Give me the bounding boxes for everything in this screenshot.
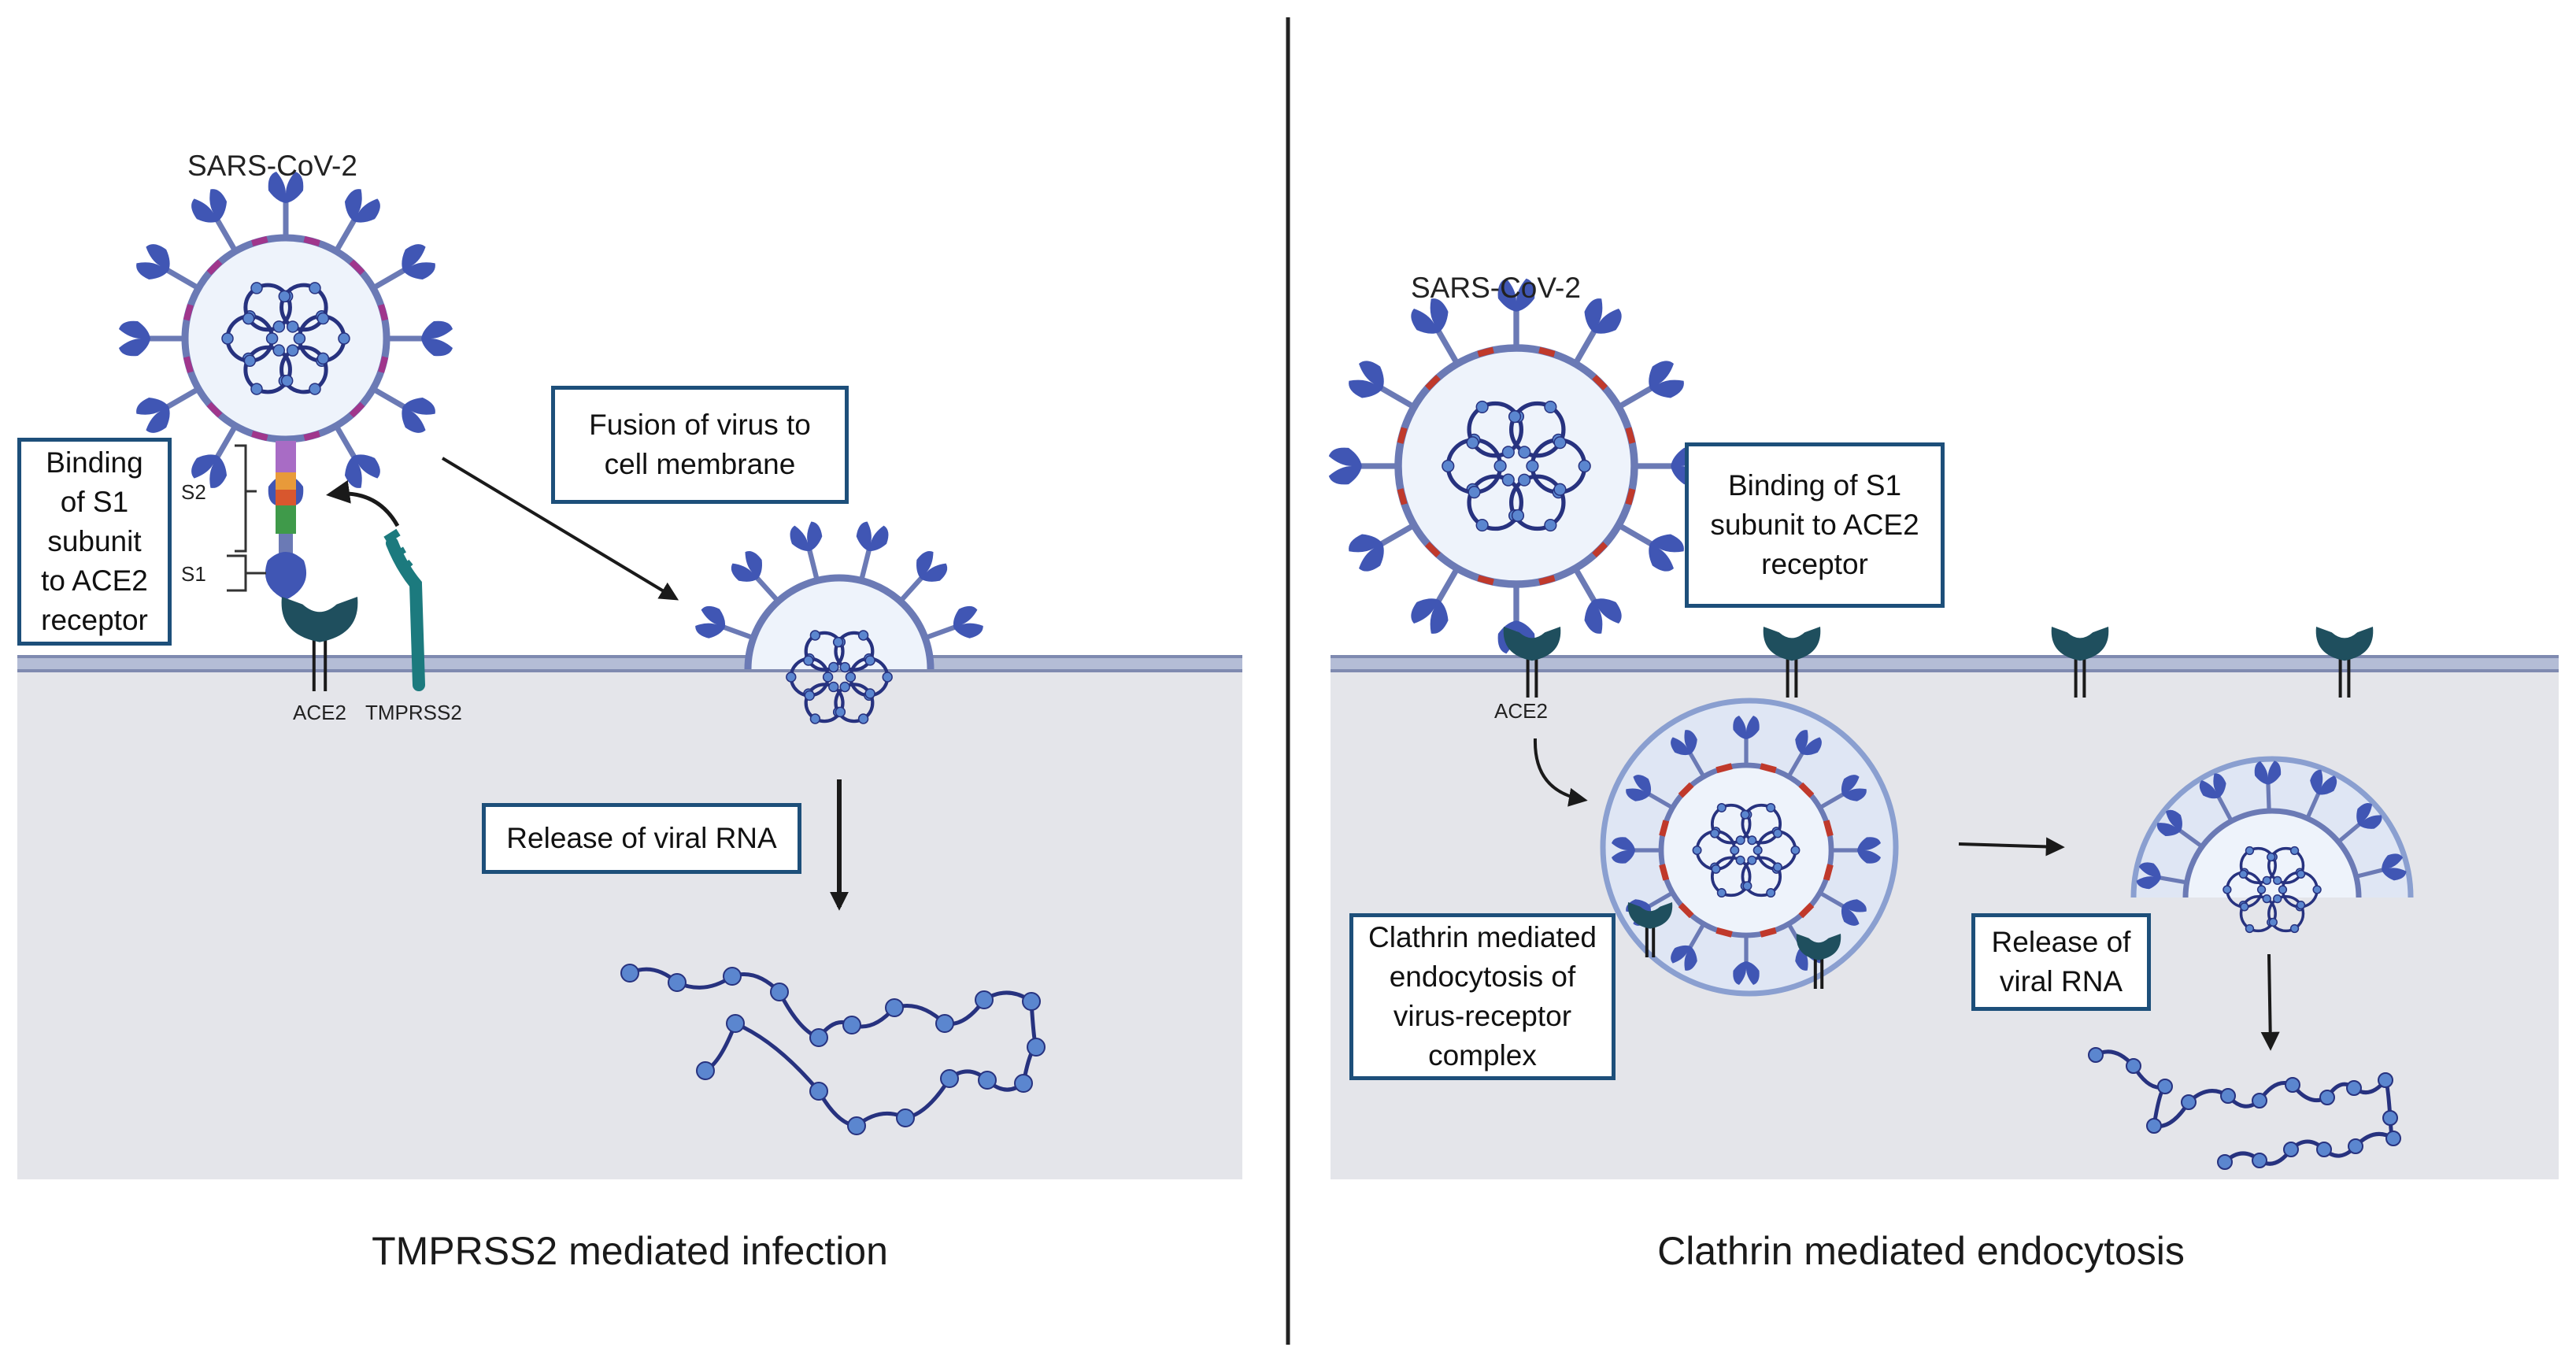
- s1-label: S1: [181, 562, 206, 586]
- ace2-receptor: [281, 597, 358, 691]
- spike-s1-s2-stalk: [265, 441, 307, 600]
- left-fusion-box: Fusion of virus to cell membrane: [551, 386, 849, 504]
- fusing-virion: [695, 521, 983, 724]
- tmprss2-protease: [383, 528, 425, 691]
- ace2-label-left: ACE2: [293, 701, 346, 724]
- right-caption: Clathrin mediated endocytosis: [1657, 1229, 2185, 1273]
- endosome-with-virion: [1600, 698, 1899, 997]
- released-viral-rna-right: [2088, 1047, 2401, 1170]
- right-virus-label: SARS-CoV-2: [1411, 272, 1581, 304]
- right-binding-box: Binding of S1 subunit to ACE2 receptor: [1685, 442, 1945, 608]
- left-cell-membrane: [17, 655, 1242, 672]
- s1-s2-brackets: [227, 444, 266, 592]
- left-cytoplasm: [17, 668, 1242, 1179]
- fusion-arrow: [441, 457, 679, 601]
- right-sars-cov-2-virion: [1328, 278, 1704, 654]
- endosome-to-release-arrow: [1958, 837, 2065, 857]
- left-release-box: Release of viral RNA: [482, 803, 801, 874]
- ace2-label-right: ACE2: [1494, 699, 1548, 723]
- rna-release-arrow-right: [2260, 953, 2280, 1051]
- left-virus-label: SARS-CoV-2: [187, 150, 357, 182]
- left-binding-box: Binding of S1 subunit to ACE2 receptor: [17, 438, 172, 646]
- endocytosis-arrow: [1533, 738, 1588, 807]
- cleavage-arrow: [326, 479, 400, 527]
- ace2-receptors-right: [1503, 627, 2374, 698]
- opened-endosome: [2130, 756, 2414, 934]
- right-clathrin-box: Clathrin mediated endocytosis of virus-r…: [1349, 913, 1616, 1080]
- left-caption: TMPRSS2 mediated infection: [372, 1229, 888, 1273]
- released-viral-rna-left: [620, 964, 1046, 1135]
- tmprss2-label: TMPRSS2: [365, 701, 462, 724]
- left-sars-cov-2-virion: [119, 172, 453, 505]
- right-release-box: Release of viral RNA: [1971, 913, 2151, 1011]
- s2-label: S2: [181, 480, 206, 504]
